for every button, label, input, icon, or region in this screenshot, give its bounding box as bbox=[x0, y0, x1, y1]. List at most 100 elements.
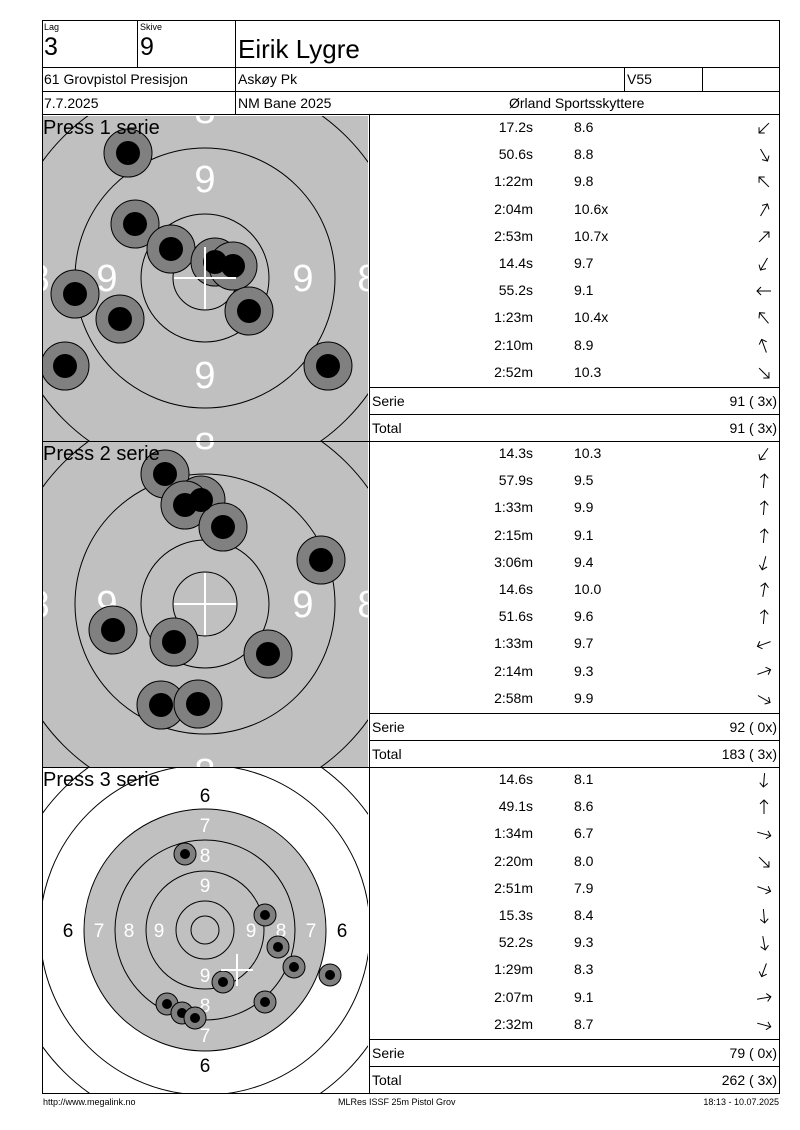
table-divider bbox=[369, 1066, 780, 1067]
shot-time: 2:52m bbox=[494, 363, 533, 380]
shot-score: 9.9 bbox=[574, 689, 594, 706]
svg-text:8: 8 bbox=[200, 996, 211, 1017]
direction-arrow-icon bbox=[754, 201, 774, 219]
table-divider bbox=[369, 414, 780, 415]
shot-score: 7.9 bbox=[574, 879, 594, 896]
shot-time: 3:06m bbox=[494, 553, 533, 570]
shot-hole bbox=[273, 942, 283, 952]
shot-time: 2:04m bbox=[494, 200, 533, 217]
direction-arrow-icon bbox=[754, 880, 774, 898]
svg-text:8: 8 bbox=[43, 584, 50, 626]
direction-arrow-icon bbox=[754, 146, 774, 164]
lag-value: 3 bbox=[44, 33, 58, 61]
shot-time: 50.6s bbox=[498, 146, 533, 163]
shot-score: 9.1 bbox=[574, 526, 594, 543]
series-title: Press 2 serie bbox=[43, 443, 160, 465]
shot-hole bbox=[325, 970, 335, 980]
footer-url: http://www.megalink.no bbox=[43, 1097, 136, 1107]
shot-time: 15.3s bbox=[498, 907, 533, 923]
frame-left bbox=[42, 20, 43, 1094]
shot-time: 17.2s bbox=[498, 119, 533, 135]
shot-time: 2:14m bbox=[494, 662, 533, 679]
lag-label: Lag bbox=[44, 22, 60, 32]
shot-time: 2:32m bbox=[494, 1015, 533, 1032]
shot-hole bbox=[190, 1013, 200, 1023]
shot-hole bbox=[309, 548, 333, 572]
table-divider bbox=[369, 713, 780, 714]
shot-time: 55.2s bbox=[498, 282, 533, 299]
total-label: Total bbox=[372, 746, 402, 762]
shot-score: 9.6 bbox=[574, 608, 594, 625]
direction-arrow-icon bbox=[754, 499, 774, 517]
svg-text:8: 8 bbox=[124, 921, 135, 942]
series-title: Press 3 serie bbox=[43, 769, 160, 791]
direction-arrow-icon bbox=[754, 690, 774, 708]
event: NM Bane 2025 bbox=[238, 95, 332, 111]
header-divider bbox=[137, 20, 138, 67]
shot-time: 1:33m bbox=[494, 499, 533, 516]
direction-arrow-icon bbox=[754, 608, 774, 626]
shot-target: 99998888 bbox=[43, 442, 368, 767]
shot-hole bbox=[149, 693, 173, 717]
shot-hole bbox=[153, 462, 177, 486]
shot-hole bbox=[218, 977, 228, 987]
svg-text:8: 8 bbox=[194, 426, 215, 441]
svg-text:9: 9 bbox=[194, 159, 215, 201]
total-value: 262 ( 3x) bbox=[721, 1072, 777, 1088]
direction-arrow-icon bbox=[754, 663, 774, 681]
shot-hole bbox=[116, 141, 140, 165]
serie-value: 92 ( 0x) bbox=[729, 719, 777, 735]
direction-arrow-icon bbox=[754, 798, 774, 816]
shot-score: 8.1 bbox=[574, 771, 594, 787]
header-divider bbox=[42, 114, 780, 115]
svg-text:9: 9 bbox=[292, 584, 313, 626]
svg-text:6: 6 bbox=[200, 786, 211, 807]
shot-target: 99998888 bbox=[43, 116, 368, 441]
direction-arrow-icon bbox=[754, 825, 774, 843]
shot-time: 51.6s bbox=[498, 608, 533, 625]
svg-text:7: 7 bbox=[94, 921, 105, 942]
shot-score: 10.0 bbox=[574, 581, 602, 597]
shot-time: 1:22m bbox=[494, 173, 533, 190]
header-divider bbox=[235, 20, 236, 114]
header-divider bbox=[42, 67, 780, 68]
direction-arrow-icon bbox=[754, 445, 774, 463]
shot-score: 9.7 bbox=[574, 255, 594, 271]
shot-hole bbox=[186, 692, 210, 716]
table-divider bbox=[369, 740, 780, 741]
direction-arrow-icon bbox=[754, 554, 774, 572]
shot-time: 1:34m bbox=[494, 825, 533, 842]
shot-time: 49.1s bbox=[498, 798, 533, 815]
table-divider bbox=[369, 767, 780, 768]
direction-arrow-icon bbox=[754, 337, 774, 355]
total-value: 91 ( 3x) bbox=[729, 420, 777, 436]
table-divider bbox=[369, 387, 780, 388]
svg-text:6: 6 bbox=[63, 921, 74, 942]
series-title: Press 1 serie bbox=[43, 117, 160, 139]
shot-score: 10.3 bbox=[574, 445, 602, 461]
shot-time: 1:33m bbox=[494, 635, 533, 652]
shot-hole bbox=[159, 237, 183, 261]
shot-time: 2:51m bbox=[494, 879, 533, 896]
direction-arrow-icon bbox=[754, 309, 774, 327]
shot-time: 1:23m bbox=[494, 309, 533, 326]
shot-hole bbox=[221, 254, 245, 278]
shot-hole bbox=[203, 250, 227, 274]
